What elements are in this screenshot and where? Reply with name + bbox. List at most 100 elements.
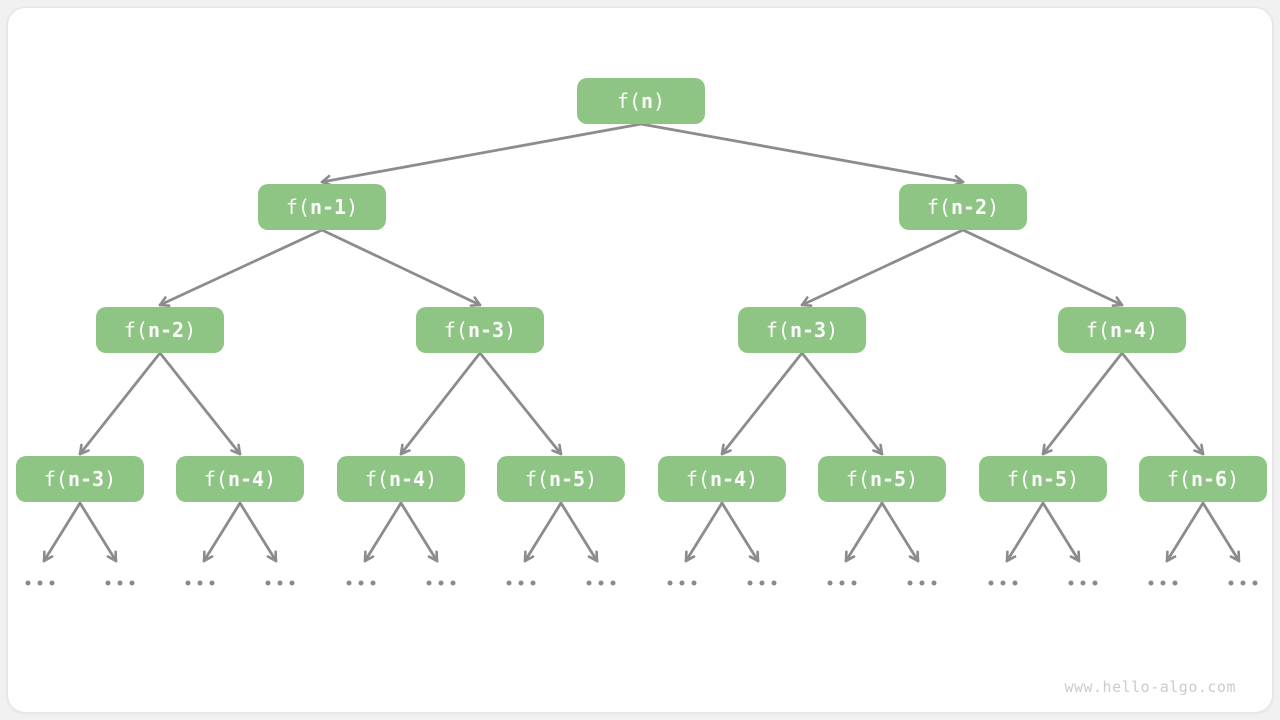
ellipsis-dot bbox=[1080, 580, 1086, 586]
ellipsis-dot bbox=[426, 580, 432, 586]
node-label-arg: n-4 bbox=[709, 467, 747, 491]
ellipsis bbox=[265, 580, 295, 586]
ellipsis-dot bbox=[988, 580, 994, 586]
ellipsis bbox=[346, 580, 376, 586]
node-label-arg: n-5 bbox=[869, 467, 907, 491]
node-label-arg: n-1 bbox=[309, 195, 347, 219]
ellipsis-dot bbox=[586, 580, 592, 586]
node-label-suffix: ) bbox=[1146, 318, 1159, 342]
node-label-prefix: f( bbox=[616, 89, 641, 113]
ellipsis-dot bbox=[1148, 580, 1154, 586]
node-label-prefix: f( bbox=[285, 195, 310, 219]
tree-node: f(n-4) bbox=[658, 456, 786, 502]
ellipsis bbox=[1148, 580, 1178, 586]
tree-node: f(n-2) bbox=[899, 184, 1027, 230]
ellipsis bbox=[747, 580, 777, 586]
node-label-prefix: f( bbox=[524, 467, 549, 491]
ellipsis-dot bbox=[1228, 580, 1234, 586]
ellipsis-dot bbox=[667, 580, 673, 586]
ellipsis-dot bbox=[25, 580, 31, 586]
ellipsis-dot bbox=[1068, 580, 1074, 586]
node-label-prefix: f( bbox=[685, 467, 710, 491]
node-label-prefix: f( bbox=[926, 195, 951, 219]
ellipsis-dot bbox=[851, 580, 857, 586]
node-label-arg: n-5 bbox=[1030, 467, 1068, 491]
tree-node: f(n-5) bbox=[979, 456, 1107, 502]
ellipsis-dot bbox=[450, 580, 456, 586]
ellipsis-dot bbox=[598, 580, 604, 586]
ellipsis bbox=[185, 580, 215, 586]
node-label-suffix: ) bbox=[746, 467, 759, 491]
node-label-arg: n-5 bbox=[548, 467, 586, 491]
ellipsis-dot bbox=[117, 580, 123, 586]
ellipsis-dot bbox=[370, 580, 376, 586]
ellipsis-dot bbox=[438, 580, 444, 586]
node-label-arg: n-2 bbox=[147, 318, 185, 342]
node-label-suffix: ) bbox=[987, 195, 1000, 219]
ellipsis-dot bbox=[105, 580, 111, 586]
ellipsis-dot bbox=[839, 580, 845, 586]
node-label-arg: n-3 bbox=[467, 318, 505, 342]
ellipsis bbox=[827, 580, 857, 586]
node-label-suffix: ) bbox=[504, 318, 517, 342]
ellipsis-dot bbox=[827, 580, 833, 586]
node-label-prefix: f( bbox=[364, 467, 389, 491]
ellipsis bbox=[105, 580, 135, 586]
ellipsis-dot bbox=[518, 580, 524, 586]
tree-node: f(n-4) bbox=[176, 456, 304, 502]
node-label-prefix: f( bbox=[123, 318, 148, 342]
node-label-prefix: f( bbox=[1166, 467, 1191, 491]
ellipsis-dot bbox=[185, 580, 191, 586]
ellipsis-dot bbox=[289, 580, 295, 586]
tree-node: f(n-4) bbox=[337, 456, 465, 502]
tree-node: f(n-1) bbox=[258, 184, 386, 230]
ellipsis-dot bbox=[209, 580, 215, 586]
node-label-suffix: ) bbox=[184, 318, 197, 342]
ellipsis bbox=[988, 580, 1018, 586]
node-label-suffix: ) bbox=[1227, 467, 1240, 491]
node-label-prefix: f( bbox=[1085, 318, 1110, 342]
node-label-suffix: ) bbox=[653, 89, 666, 113]
node-label-suffix: ) bbox=[585, 467, 598, 491]
node-label-suffix: ) bbox=[346, 195, 359, 219]
node-label-arg: n bbox=[641, 89, 654, 113]
node-label-prefix: f( bbox=[203, 467, 228, 491]
ellipsis bbox=[1228, 580, 1258, 586]
ellipsis-dot bbox=[37, 580, 43, 586]
ellipsis-dot bbox=[1092, 580, 1098, 586]
watermark-text: www.hello-algo.com bbox=[1064, 678, 1236, 696]
tree-node: f(n-3) bbox=[738, 307, 866, 353]
node-label-suffix: ) bbox=[906, 467, 919, 491]
ellipsis-dot bbox=[49, 580, 55, 586]
ellipsis bbox=[426, 580, 456, 586]
ellipsis-dot bbox=[1172, 580, 1178, 586]
ellipsis-dot bbox=[506, 580, 512, 586]
tree-node: f(n-5) bbox=[818, 456, 946, 502]
ellipsis-dot bbox=[1012, 580, 1018, 586]
tree-node: f(n-3) bbox=[16, 456, 144, 502]
tree-node: f(n-6) bbox=[1139, 456, 1267, 502]
ellipsis-dot bbox=[265, 580, 271, 586]
node-label-arg: n-4 bbox=[227, 467, 265, 491]
ellipsis-dot bbox=[1240, 580, 1246, 586]
ellipsis bbox=[667, 580, 697, 586]
node-label-prefix: f( bbox=[1006, 467, 1031, 491]
ellipsis-dot bbox=[759, 580, 765, 586]
node-label-suffix: ) bbox=[104, 467, 117, 491]
ellipsis bbox=[1068, 580, 1098, 586]
ellipsis-dot bbox=[277, 580, 283, 586]
node-label-arg: n-4 bbox=[388, 467, 426, 491]
ellipsis bbox=[586, 580, 616, 586]
node-label-prefix: f( bbox=[845, 467, 870, 491]
ellipsis-dot bbox=[907, 580, 913, 586]
tree-node: f(n-5) bbox=[497, 456, 625, 502]
tree-node: f(n-3) bbox=[416, 307, 544, 353]
ellipsis-dot bbox=[358, 580, 364, 586]
node-label-prefix: f( bbox=[43, 467, 68, 491]
node-label-prefix: f( bbox=[765, 318, 790, 342]
ellipsis-dot bbox=[346, 580, 352, 586]
tree-node: f(n) bbox=[577, 78, 705, 124]
node-label-arg: n-2 bbox=[950, 195, 988, 219]
node-label-arg: n-6 bbox=[1190, 467, 1228, 491]
